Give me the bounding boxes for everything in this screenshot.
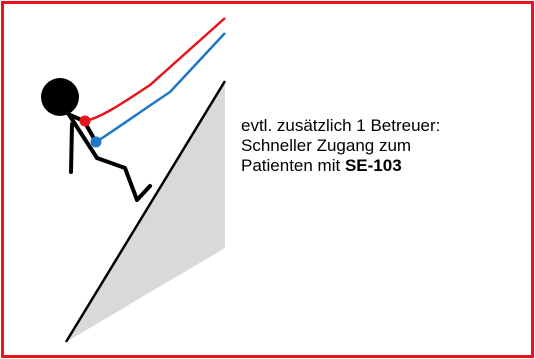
caption-line-1: evtl. zusätzlich 1 Betreuer: xyxy=(241,116,526,136)
red-attachment-point xyxy=(80,116,91,127)
caption-line-2: Schneller Zugang zum xyxy=(241,136,526,156)
caption-text: evtl. zusätzlich 1 Betreuer: Schneller Z… xyxy=(241,116,526,176)
caption-line-3-prefix: Patienten mit xyxy=(241,156,345,175)
device-code: SE-103 xyxy=(345,156,402,175)
blue-attachment-point xyxy=(91,137,102,148)
climber-head xyxy=(41,78,79,116)
climber-leg-left xyxy=(71,124,72,172)
climber-leg-right xyxy=(97,158,150,200)
caption-line-3: Patienten mit SE-103 xyxy=(241,156,526,176)
rope-red xyxy=(85,18,225,121)
